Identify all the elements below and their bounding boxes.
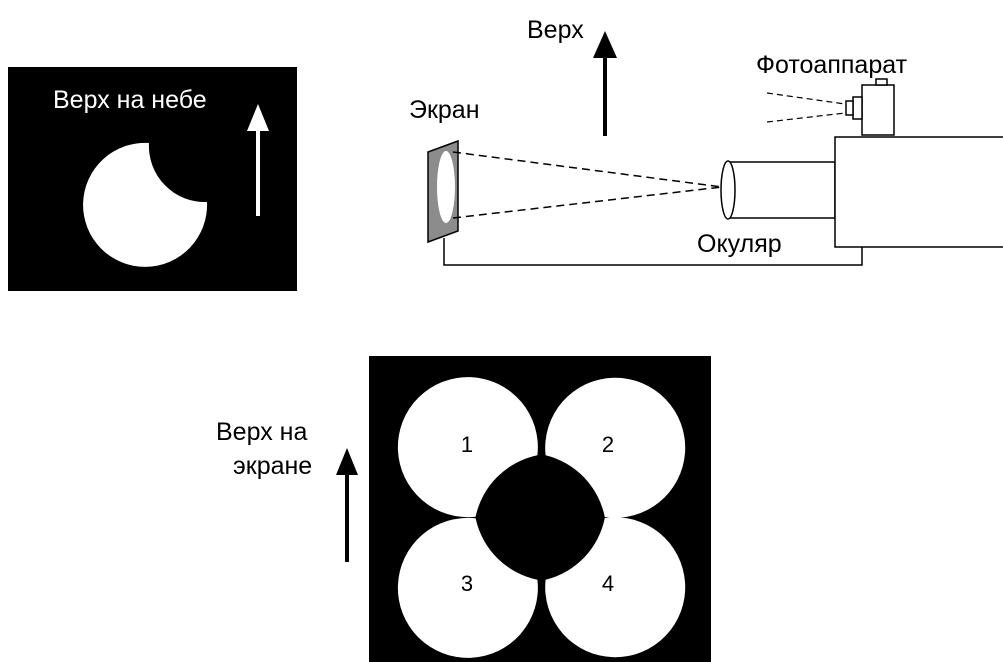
screen-up-label-line1: Верх на xyxy=(216,418,307,446)
partial-sun-disk xyxy=(83,142,208,267)
sky-up-arrow xyxy=(247,104,269,216)
screen-label: Экран xyxy=(409,96,480,124)
screen-up-label-line2: экране xyxy=(233,452,312,480)
eyepiece-tube xyxy=(727,161,836,219)
light-ray-top xyxy=(452,151,723,188)
camera-label: Фотоаппарат xyxy=(756,51,908,79)
screen-up-arrow-head xyxy=(336,448,358,475)
screen-up-indicator: Верх на экране xyxy=(216,418,358,562)
eyepiece-lens xyxy=(720,160,736,220)
projected-sun-image xyxy=(437,151,455,223)
light-ray-bottom xyxy=(452,186,723,219)
eyepiece-label: Окуляр xyxy=(697,230,782,258)
screen-options-panel: 1 2 3 4 xyxy=(369,356,711,662)
camera-icon xyxy=(845,78,895,136)
up-label: Верх xyxy=(527,16,584,44)
camera-view-ray-bottom xyxy=(766,112,846,123)
camera-view-ray-top xyxy=(766,92,846,105)
option-4-number: 4 xyxy=(602,571,614,596)
sky-view-panel: Верх на небе xyxy=(8,67,297,291)
option-1-disk xyxy=(397,377,538,518)
telescope-body xyxy=(834,136,1003,248)
option-4-disk xyxy=(545,517,686,658)
option-1-number: 1 xyxy=(461,432,473,457)
option-3-number: 3 xyxy=(461,571,473,596)
sky-up-label: Верх на небе xyxy=(53,86,207,114)
option-2-number: 2 xyxy=(602,432,614,457)
option-3-disk xyxy=(397,517,538,658)
up-arrow xyxy=(593,31,617,136)
option-2-disk xyxy=(545,377,686,518)
projection-setup: Верх Экран Окуляр Фотоаппарат xyxy=(409,16,1003,266)
support-rail xyxy=(443,238,863,266)
